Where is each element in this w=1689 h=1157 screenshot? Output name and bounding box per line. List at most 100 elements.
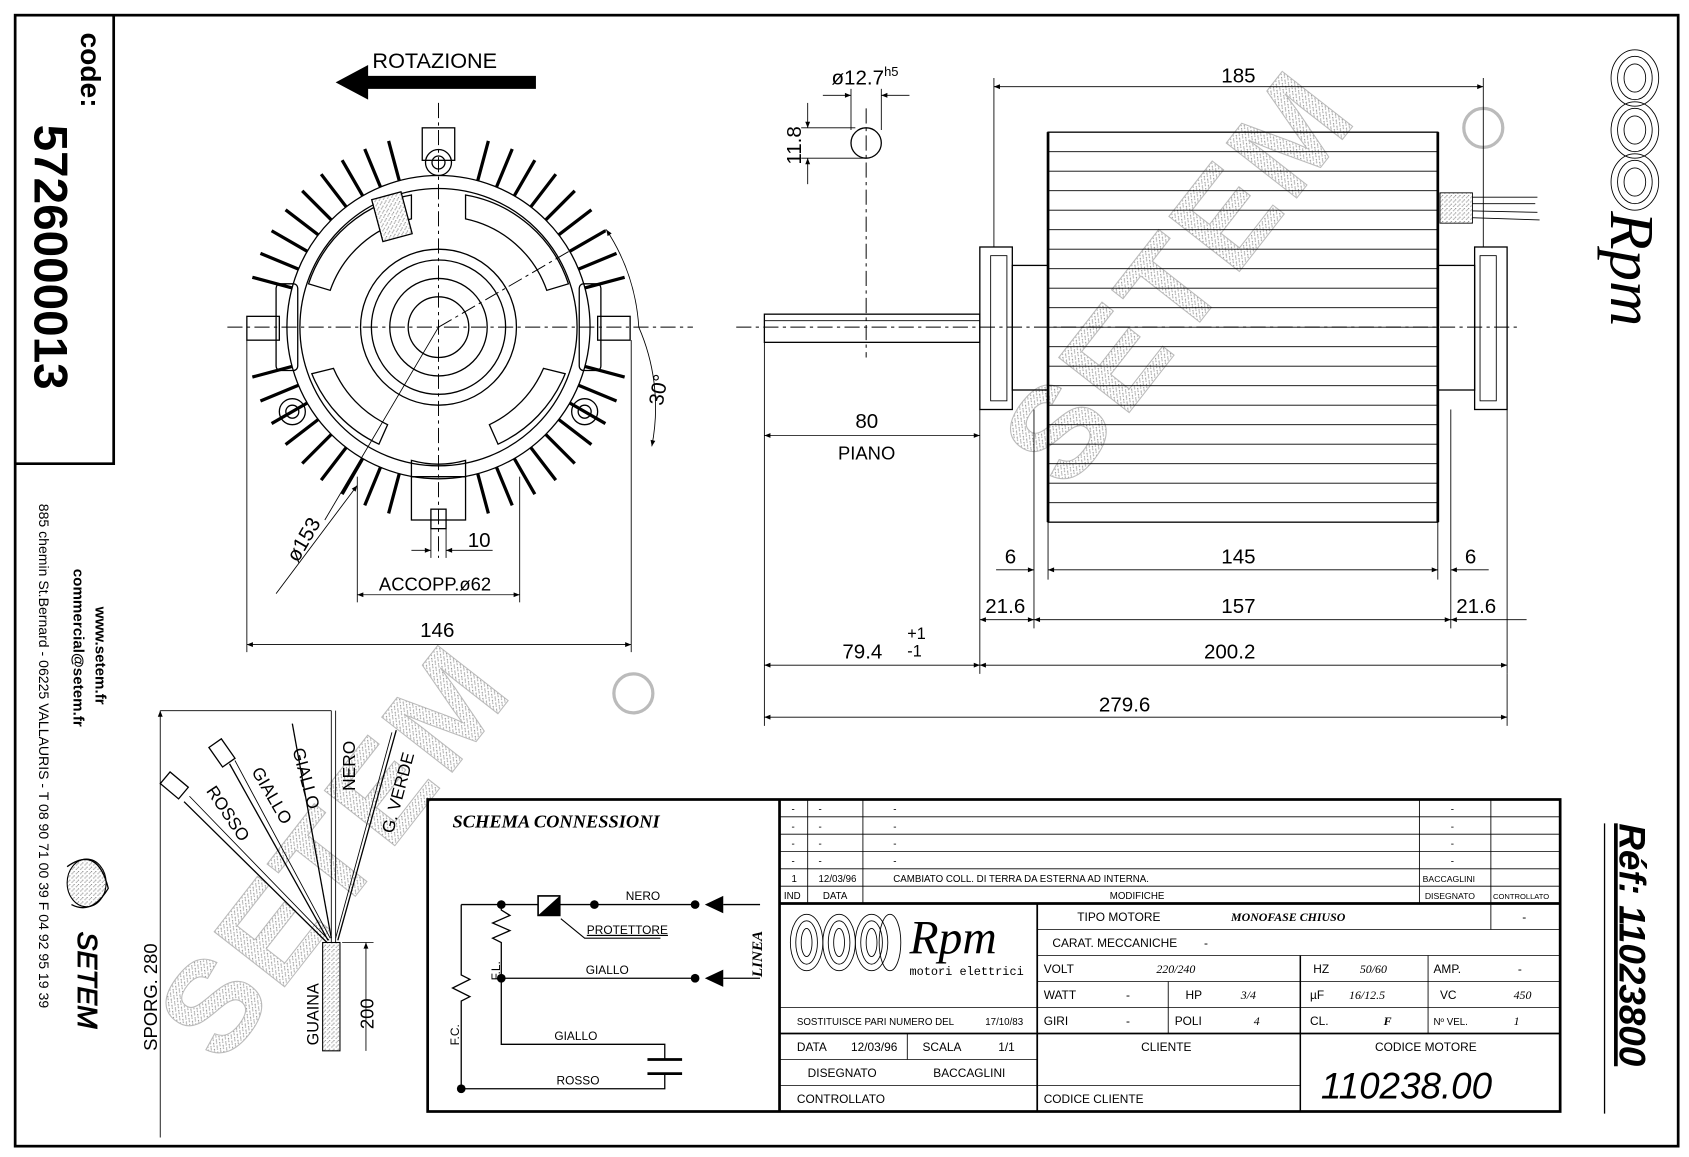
drawing-line xyxy=(285,404,300,419)
drawing-label: 11.8 xyxy=(783,126,806,165)
drawing-label: F xyxy=(1383,1014,1392,1028)
drawing-line xyxy=(183,801,328,943)
drawing-line xyxy=(800,927,813,958)
drawing-label: DATA xyxy=(797,1040,827,1054)
revision-ind: - xyxy=(791,839,794,850)
drawing-line xyxy=(496,900,506,909)
cooling-fin xyxy=(568,401,607,425)
drawing-line xyxy=(854,913,889,972)
cooling-fin xyxy=(340,159,365,197)
cooling-fin xyxy=(284,208,320,237)
drawing-label: PIANO xyxy=(838,442,895,463)
drawing-label: TIPO MOTORE xyxy=(1077,910,1160,924)
rpm-logo: Rpm motori elettrici xyxy=(789,912,1024,979)
drawing-line xyxy=(723,903,761,979)
drawing-line xyxy=(1617,159,1653,205)
drawing-line xyxy=(291,723,332,939)
drawing-label: ø12.7h5 xyxy=(832,64,899,90)
drawing-label: BACCAGLINI xyxy=(933,1066,1005,1080)
drawing-line xyxy=(15,15,116,466)
cooling-fin xyxy=(259,251,300,271)
drawing-label: - xyxy=(1518,962,1522,976)
drawing-label: SOSTITUISCE PARI NUMERO DEL xyxy=(797,1017,955,1028)
drawing-line xyxy=(577,404,592,419)
drawing-label: CL. xyxy=(1310,1014,1329,1028)
drawing-line xyxy=(833,927,845,958)
drawing-line xyxy=(538,895,560,916)
drawing-label: SCHEMA CONNESSIONI xyxy=(453,812,661,832)
drawing-line xyxy=(1623,63,1647,93)
drawing-label: 50/60 xyxy=(1360,962,1387,976)
drawing-label: HZ xyxy=(1313,962,1329,976)
drawing-line xyxy=(779,903,1561,1112)
code-label: code: xyxy=(75,33,106,108)
drawing-label: GIALLO xyxy=(554,1029,597,1043)
drawing-line xyxy=(704,895,724,914)
drawing-line xyxy=(990,255,1008,402)
drawing-label: 17/10/83 xyxy=(985,1017,1023,1028)
drawing-line xyxy=(647,1058,683,1075)
cable-gland xyxy=(370,191,413,243)
watermark: SETEM SETEM xyxy=(128,41,1505,1085)
drawing-border xyxy=(13,13,1680,1148)
drawing-label: MODIFICHE xyxy=(1110,891,1165,902)
revision-disegnato: - xyxy=(1451,856,1454,867)
side-view: ø12.7h5 11.8 185 80 PIANO 6 145 6 21.6 1… xyxy=(736,64,1540,726)
drawing-label: motori elettrici xyxy=(909,965,1023,979)
drawing-line xyxy=(827,920,851,965)
drawing-line xyxy=(451,903,761,1090)
drawing-label: CONTROLLATO xyxy=(797,1092,885,1106)
drawing-label: NERO xyxy=(626,889,660,903)
drawing-label: CODICE CLIENTE xyxy=(1044,1092,1144,1106)
drawing-line xyxy=(496,973,506,983)
drawing-label: 12/03/96 xyxy=(851,1040,898,1054)
drawing-label: DATA xyxy=(823,891,848,902)
drawing-label: MONOFASE CHIUSO xyxy=(1230,910,1346,924)
drawing-line xyxy=(234,760,331,939)
drawing-line xyxy=(860,920,883,965)
drawing-label: ROSSO xyxy=(202,782,254,845)
drawing-label: - xyxy=(1126,988,1130,1002)
drawing-label: 185 xyxy=(1221,64,1255,87)
drawing-line xyxy=(438,229,607,328)
drawing-line xyxy=(789,913,902,972)
website: www.setem.fr xyxy=(91,606,108,705)
cooling-fin xyxy=(319,173,348,208)
drawing-label: ACCOPP.ø62 xyxy=(379,573,491,594)
drawing-line xyxy=(1617,107,1653,153)
drawing-line xyxy=(560,918,661,939)
drawing-label: +1 xyxy=(907,625,926,643)
cooling-fin xyxy=(529,446,558,482)
drawing-label: 16/12.5 xyxy=(1349,988,1385,1002)
drawing-label: -1 xyxy=(907,642,921,660)
drawing-label: 450 xyxy=(1514,988,1532,1002)
drawing-label: F.C. xyxy=(448,1024,462,1045)
drawing-line xyxy=(779,799,1561,904)
lead-cable xyxy=(1439,192,1540,224)
drawing-line xyxy=(251,140,626,514)
revision-modifica: - xyxy=(893,804,896,815)
drawing-line xyxy=(159,771,190,800)
drawing-line xyxy=(1623,115,1647,145)
drawing-line xyxy=(337,729,397,941)
drawing-label: PROTETTORE xyxy=(587,923,668,937)
revision-ind: - xyxy=(791,822,794,833)
drawing-line xyxy=(571,398,599,426)
drawing-label: Rpm xyxy=(1597,210,1667,326)
drawing-line xyxy=(1473,246,1508,411)
drawing-label: HP xyxy=(1186,988,1203,1002)
drawing-label: WATT xyxy=(1044,988,1076,1002)
drawing-line xyxy=(228,763,329,941)
drawing-line xyxy=(1617,55,1653,101)
drawing-line xyxy=(596,315,631,341)
drawing-line xyxy=(456,895,724,1094)
drawing-line xyxy=(66,858,109,909)
drawing-label: µF xyxy=(1310,988,1324,1002)
drawing-label: F.L. xyxy=(489,961,503,980)
revision-modifica: - xyxy=(893,822,896,833)
cooling-fin xyxy=(319,446,348,482)
drawing-label: 6 xyxy=(1005,545,1016,568)
drawing-line xyxy=(275,485,358,594)
drawing-line xyxy=(1610,153,1660,211)
